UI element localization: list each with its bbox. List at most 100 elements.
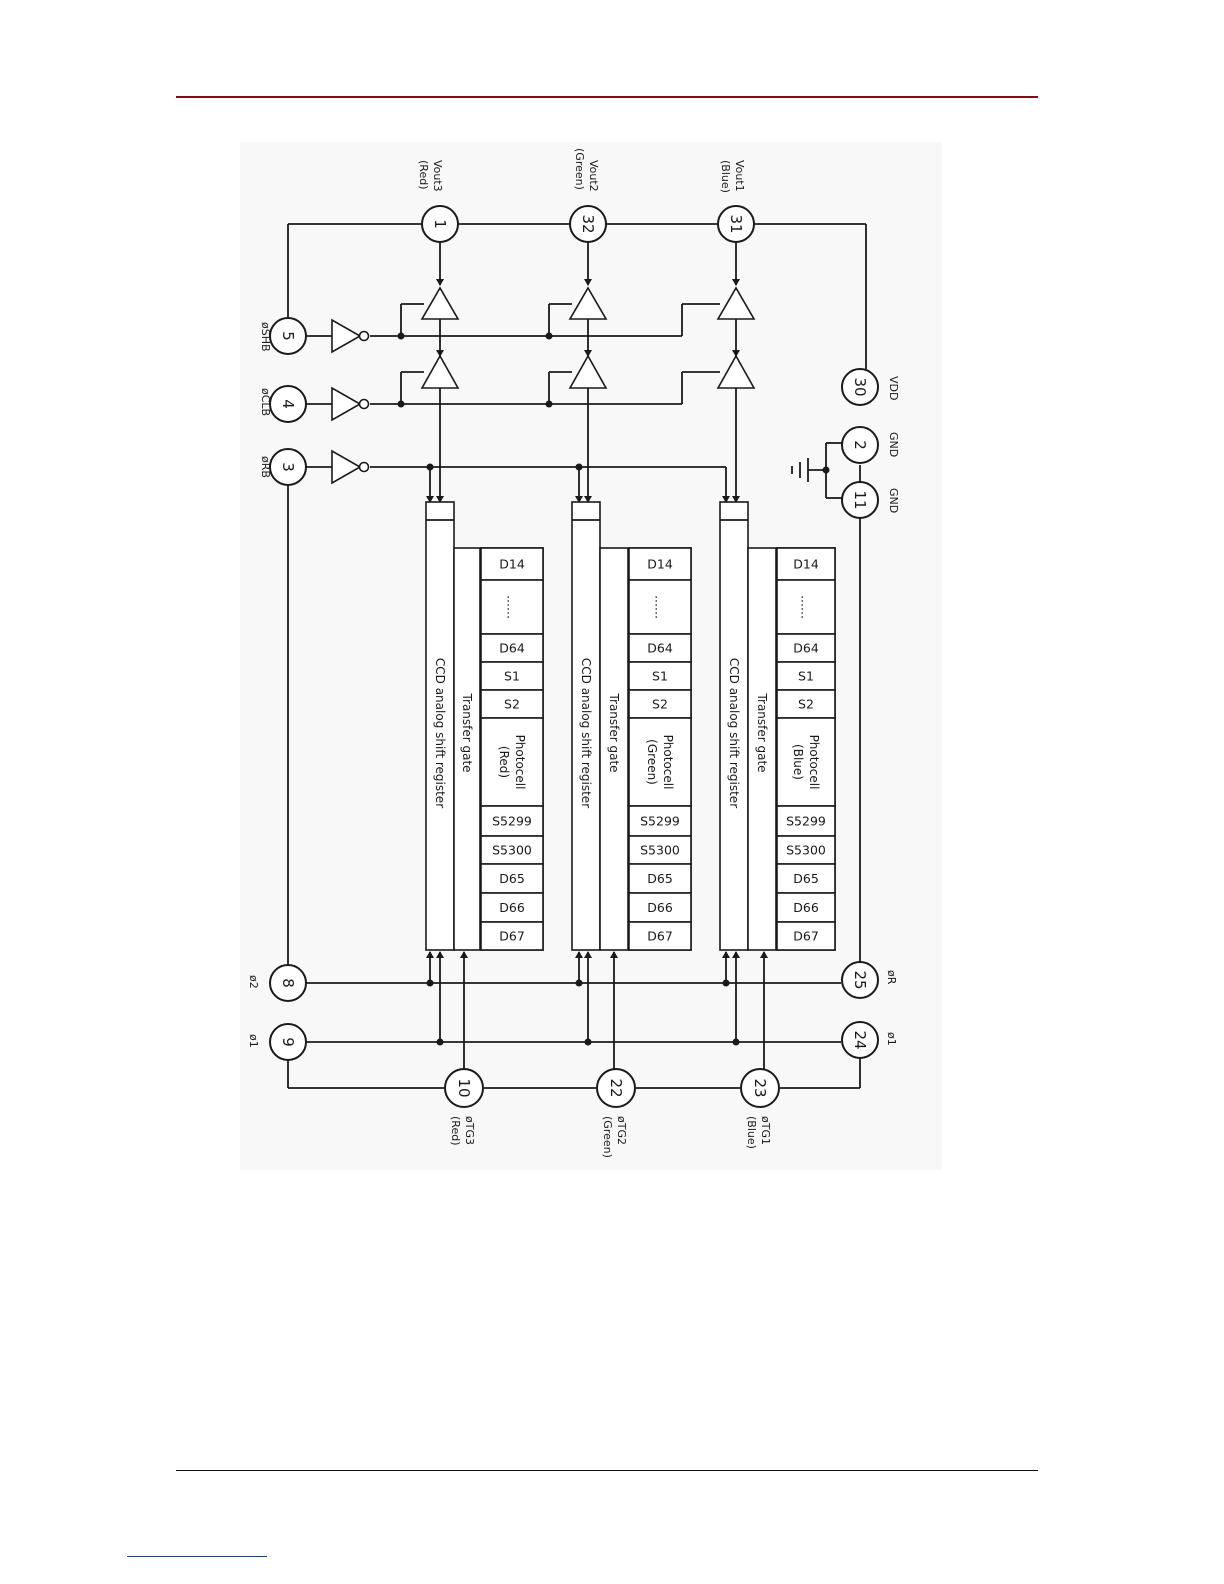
svg-text:24: 24 <box>851 1030 869 1049</box>
inverter-clb <box>331 386 370 422</box>
cells-green: D14......D64S1S2Photocell(Green)S5299S53… <box>628 547 692 951</box>
svg-text:3: 3 <box>279 462 297 472</box>
label-phi2: ø2 <box>247 975 260 989</box>
pin-3: 3 <box>269 448 307 486</box>
label-phir: øR <box>885 970 898 985</box>
cell-label: S5299 <box>640 814 680 829</box>
cell-label: S1 <box>504 669 520 684</box>
cell-box <box>628 863 692 894</box>
junction-dots <box>397 332 830 1046</box>
svg-text:5: 5 <box>279 331 297 341</box>
cell-label: ...... <box>505 595 520 619</box>
channel-red: CCD analog shift register Transfer gate … <box>425 501 544 951</box>
transfer-gate-blue <box>747 547 777 951</box>
footer-link-underline <box>127 1556 267 1557</box>
svg-text:10: 10 <box>455 1078 473 1097</box>
channel-wiring-red <box>400 242 468 1070</box>
cell-box <box>776 863 836 894</box>
svg-text:11: 11 <box>851 490 869 509</box>
cell-label: D64 <box>793 641 819 656</box>
svg-text:1: 1 <box>431 219 449 229</box>
cell-label: D65 <box>793 871 819 886</box>
photocell-label: Photocell <box>807 735 821 790</box>
pin-4: 4 <box>269 385 307 423</box>
label-shb: øSHB <box>259 322 272 352</box>
cell-label: S5299 <box>786 814 826 829</box>
gate-label-green: Transfer gate <box>607 692 621 772</box>
svg-text:31: 31 <box>727 214 745 233</box>
cell-box <box>776 547 836 581</box>
cell-box <box>480 892 544 923</box>
cell-label: D67 <box>647 929 673 944</box>
label-tg1: øTG1 <box>759 1116 772 1145</box>
label-clb: øCLB <box>259 388 272 416</box>
cell-label: ...... <box>799 595 814 619</box>
pins: 1 32 31 5 4 3 30 2 11 8 9 25 24 10 22 23 <box>269 205 879 1108</box>
channel-blue: CCD analog shift register Transfer gate … <box>719 501 836 951</box>
label-tg3-color: (Red) <box>449 1116 462 1145</box>
cell-label: D64 <box>647 641 673 656</box>
label-rb: øRB <box>259 456 272 478</box>
pin-9: 9 <box>269 1023 307 1061</box>
label-gnd-11: GND <box>887 488 900 513</box>
pin-8: 8 <box>269 964 307 1002</box>
svg-text:30: 30 <box>851 377 869 396</box>
svg-text:8: 8 <box>279 978 297 988</box>
cell-box <box>776 717 836 807</box>
label-tg2: øTG2 <box>615 1116 628 1145</box>
cell-box <box>776 921 836 951</box>
cell-box <box>480 921 544 951</box>
pin-24: 24 <box>841 1021 879 1059</box>
pin-11: 11 <box>841 481 879 519</box>
inverter-shb <box>331 318 370 354</box>
cell-label: D64 <box>499 641 525 656</box>
cell-label: D65 <box>499 871 525 886</box>
signal-labels: Vout3 (Red) Vout2 (Green) Vout1 (Blue) ø… <box>247 148 900 1158</box>
cell-label: D67 <box>793 929 819 944</box>
cell-label: S5300 <box>640 843 680 858</box>
label-vout1: Vout1 <box>733 160 746 192</box>
cell-label: S5300 <box>492 843 532 858</box>
label-vdd: VDD <box>887 376 900 400</box>
cell-label: D66 <box>499 900 525 915</box>
cell-label: ...... <box>653 595 668 619</box>
header-rule <box>176 96 1038 98</box>
cell-box <box>628 921 692 951</box>
cell-label: D14 <box>647 557 673 572</box>
pin-31: 31 <box>717 205 755 243</box>
pin-32: 32 <box>569 205 607 243</box>
cell-label: D67 <box>499 929 525 944</box>
cell-label: S1 <box>798 669 814 684</box>
pin-22: 22 <box>596 1068 636 1108</box>
cell-box <box>776 633 836 663</box>
pin-5: 5 <box>269 317 307 355</box>
gate-label-blue: Transfer gate <box>755 692 769 772</box>
label-vout1-color: (Blue) <box>719 160 732 193</box>
transfer-gate-red <box>453 547 481 951</box>
cell-box <box>628 579 692 635</box>
register-label-green: CCD analog shift register <box>579 658 593 808</box>
pin-30: 30 <box>841 368 879 406</box>
cells-red: D14......D64S1S2Photocell(Red)S5299S5300… <box>480 547 544 951</box>
pin-23: 23 <box>740 1068 780 1108</box>
cell-label: S5299 <box>492 814 532 829</box>
label-tg3: øTG3 <box>463 1116 476 1145</box>
svg-text:23: 23 <box>751 1078 769 1097</box>
photocell-label: Photocell <box>661 735 675 790</box>
label-gnd-2: GND <box>887 432 900 457</box>
cell-box <box>628 547 692 581</box>
pin-1: 1 <box>421 205 459 243</box>
pin-2: 2 <box>841 426 879 464</box>
label-vout3-color: (Red) <box>417 160 430 189</box>
svg-text:9: 9 <box>279 1037 297 1047</box>
svg-text:25: 25 <box>851 970 869 989</box>
label-vout2-color: (Green) <box>573 148 586 190</box>
label-tg2-color: (Green) <box>601 1116 614 1158</box>
svg-text:4: 4 <box>279 399 297 409</box>
svg-text:32: 32 <box>579 214 597 233</box>
svg-text:2: 2 <box>851 440 869 450</box>
label-tg1-color: (Blue) <box>745 1116 758 1149</box>
cell-box <box>776 661 836 691</box>
cell-label: D66 <box>793 900 819 915</box>
footer-rule <box>176 1470 1038 1471</box>
